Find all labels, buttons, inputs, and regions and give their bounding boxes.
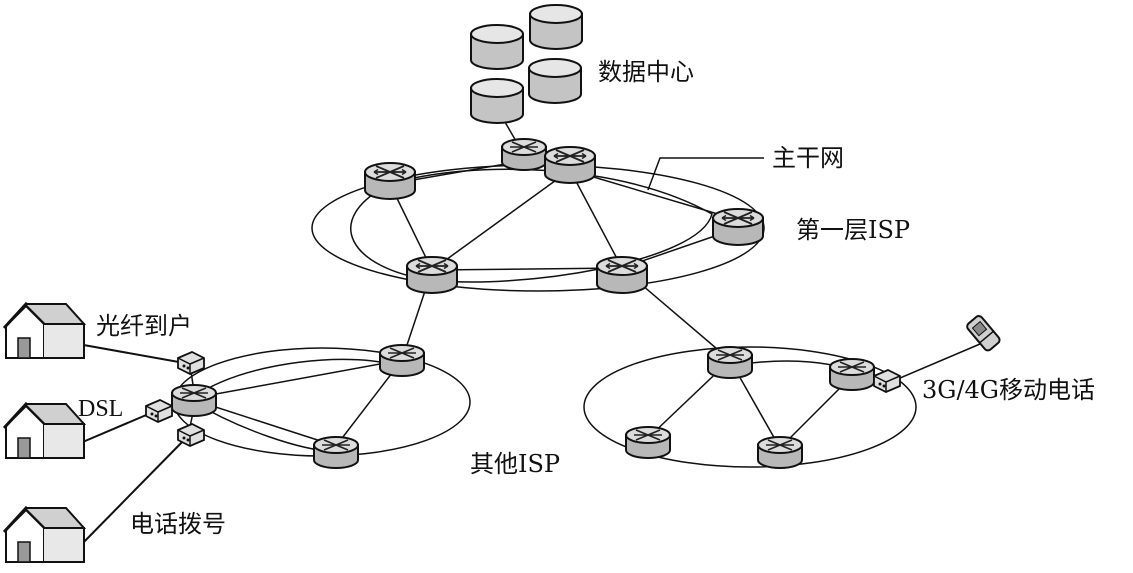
label-ftth: 光纤到户 bbox=[96, 312, 192, 340]
house-icon bbox=[2, 302, 86, 360]
label-data-center: 数据中心 bbox=[598, 58, 694, 86]
router-icon bbox=[501, 138, 547, 171]
label-backbone: 主干网 bbox=[772, 144, 844, 172]
database-server-icon bbox=[528, 58, 582, 104]
routers bbox=[171, 138, 875, 469]
router-icon bbox=[544, 146, 596, 184]
router-icon bbox=[712, 208, 764, 246]
homes bbox=[2, 302, 86, 564]
database-server-icon bbox=[529, 4, 583, 50]
router-icon bbox=[406, 256, 458, 294]
label-tier1-isp: 第一层ISP bbox=[796, 216, 910, 244]
router-icon bbox=[596, 256, 648, 294]
house-icon bbox=[2, 506, 86, 564]
router-icon bbox=[829, 358, 875, 391]
mobile-isp-ring-outer bbox=[583, 346, 917, 468]
router-icon bbox=[707, 346, 753, 379]
database-server-icon bbox=[470, 24, 524, 70]
router-icon bbox=[625, 426, 671, 459]
router-icon bbox=[379, 344, 425, 377]
label-mobile: 3G/4G移动电话 bbox=[922, 376, 1095, 404]
label-dsl: DSL bbox=[78, 396, 123, 422]
links bbox=[77, 109, 981, 549]
router-icon bbox=[313, 436, 359, 469]
database-server-icon bbox=[470, 78, 524, 124]
data-center bbox=[470, 4, 583, 124]
mobile-phone-icon bbox=[966, 315, 1001, 352]
modem-icon bbox=[145, 399, 173, 423]
other-isp-ring-inner bbox=[189, 358, 403, 453]
modem-icon bbox=[177, 423, 205, 447]
router-icon bbox=[364, 162, 416, 200]
house-icon bbox=[2, 402, 86, 460]
label-dialup: 电话拨号 bbox=[130, 510, 226, 538]
label-other-isp: 其他ISP bbox=[470, 450, 560, 478]
router-icon bbox=[757, 436, 803, 469]
router-icon bbox=[171, 384, 217, 417]
modem-icon bbox=[873, 369, 901, 393]
rings bbox=[173, 164, 917, 468]
